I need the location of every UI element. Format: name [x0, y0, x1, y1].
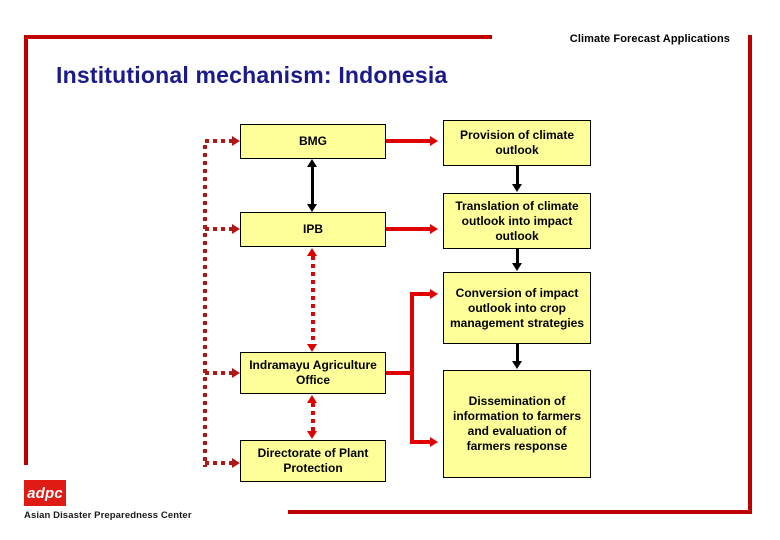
arrow-head-ipb-up — [307, 248, 317, 256]
flow-node-ipb[interactable]: IPB — [240, 212, 386, 247]
connector-ipb-translation-line — [386, 227, 434, 231]
connector-provision-translation-line — [516, 166, 519, 185]
flow-node-translation-of-climate-outlook[interactable]: Translation of climate outlook into impa… — [443, 193, 591, 249]
adpc-logo-caption: Asian Disaster Preparedness Center — [24, 510, 192, 521]
flow-node-conversion-of-impact-outlook[interactable]: Conversion of impact outlook into crop m… — [443, 272, 591, 344]
frame-line-left — [24, 35, 28, 465]
connector-bracket-vertical — [410, 292, 414, 444]
arrow-head-translation — [430, 224, 438, 234]
flow-node-provision-of-climate-outlook[interactable]: Provision of climate outlook — [443, 120, 591, 166]
arrow-head-dissemination-from-indramayu — [430, 437, 438, 447]
dotted-branch-to-ipb — [205, 227, 236, 231]
connector-conversion-dissemination-line — [516, 344, 519, 362]
flow-node-bmg[interactable]: BMG — [240, 124, 386, 159]
dotted-branch-to-directorate — [205, 461, 236, 465]
connector-translation-conversion-line — [516, 249, 519, 264]
arrow-head-bmg-up — [307, 159, 317, 167]
arrow-head-dissemination-down — [512, 361, 522, 369]
arrow-head-to-ipb — [232, 224, 240, 234]
header-label: Climate Forecast Applications — [569, 33, 730, 45]
connector-bmg-provision-line — [386, 139, 434, 143]
page-title: Institutional mechanism: Indonesia — [56, 62, 448, 88]
arrow-head-directorate-down — [307, 431, 317, 439]
flow-node-indramayu-agriculture-office[interactable]: Indramayu Agriculture Office — [240, 352, 386, 394]
connector-ipb-indramayu-line — [311, 256, 315, 344]
connector-bracket-bottom-arm — [410, 440, 434, 444]
arrow-head-indramayu-up — [307, 395, 317, 403]
adpc-logo: adpc Asian Disaster Preparedness Center — [24, 480, 204, 521]
dotted-branch-to-indramayu — [205, 371, 236, 375]
adpc-logo-mark: adpc — [24, 480, 66, 506]
frame-line-right — [748, 35, 752, 514]
dotted-branch-to-bmg — [205, 139, 236, 143]
frame-line-bottom — [288, 510, 752, 514]
connector-indramayu-stub — [386, 371, 414, 375]
arrow-head-conversion-from-indramayu — [430, 289, 438, 299]
connector-bracket-top-arm — [410, 292, 434, 296]
connector-indramayu-directorate-line — [311, 403, 315, 431]
arrow-head-ipb-down — [307, 204, 317, 212]
arrow-head-conversion-down — [512, 263, 522, 271]
arrow-head-indramayu-down — [307, 344, 317, 352]
dotted-spine-vertical — [203, 145, 207, 467]
arrow-head-provision — [430, 136, 438, 146]
arrow-head-to-bmg — [232, 136, 240, 146]
arrow-head-to-directorate — [232, 458, 240, 468]
arrow-head-translation-down — [512, 184, 522, 192]
frame-line-top — [24, 35, 492, 39]
flow-node-directorate-of-plant-protection[interactable]: Directorate of Plant Protection — [240, 440, 386, 482]
arrow-head-to-indramayu — [232, 368, 240, 378]
connector-bmg-ipb-line — [311, 165, 314, 207]
flow-node-dissemination-of-information[interactable]: Dissemination of information to farmers … — [443, 370, 591, 478]
